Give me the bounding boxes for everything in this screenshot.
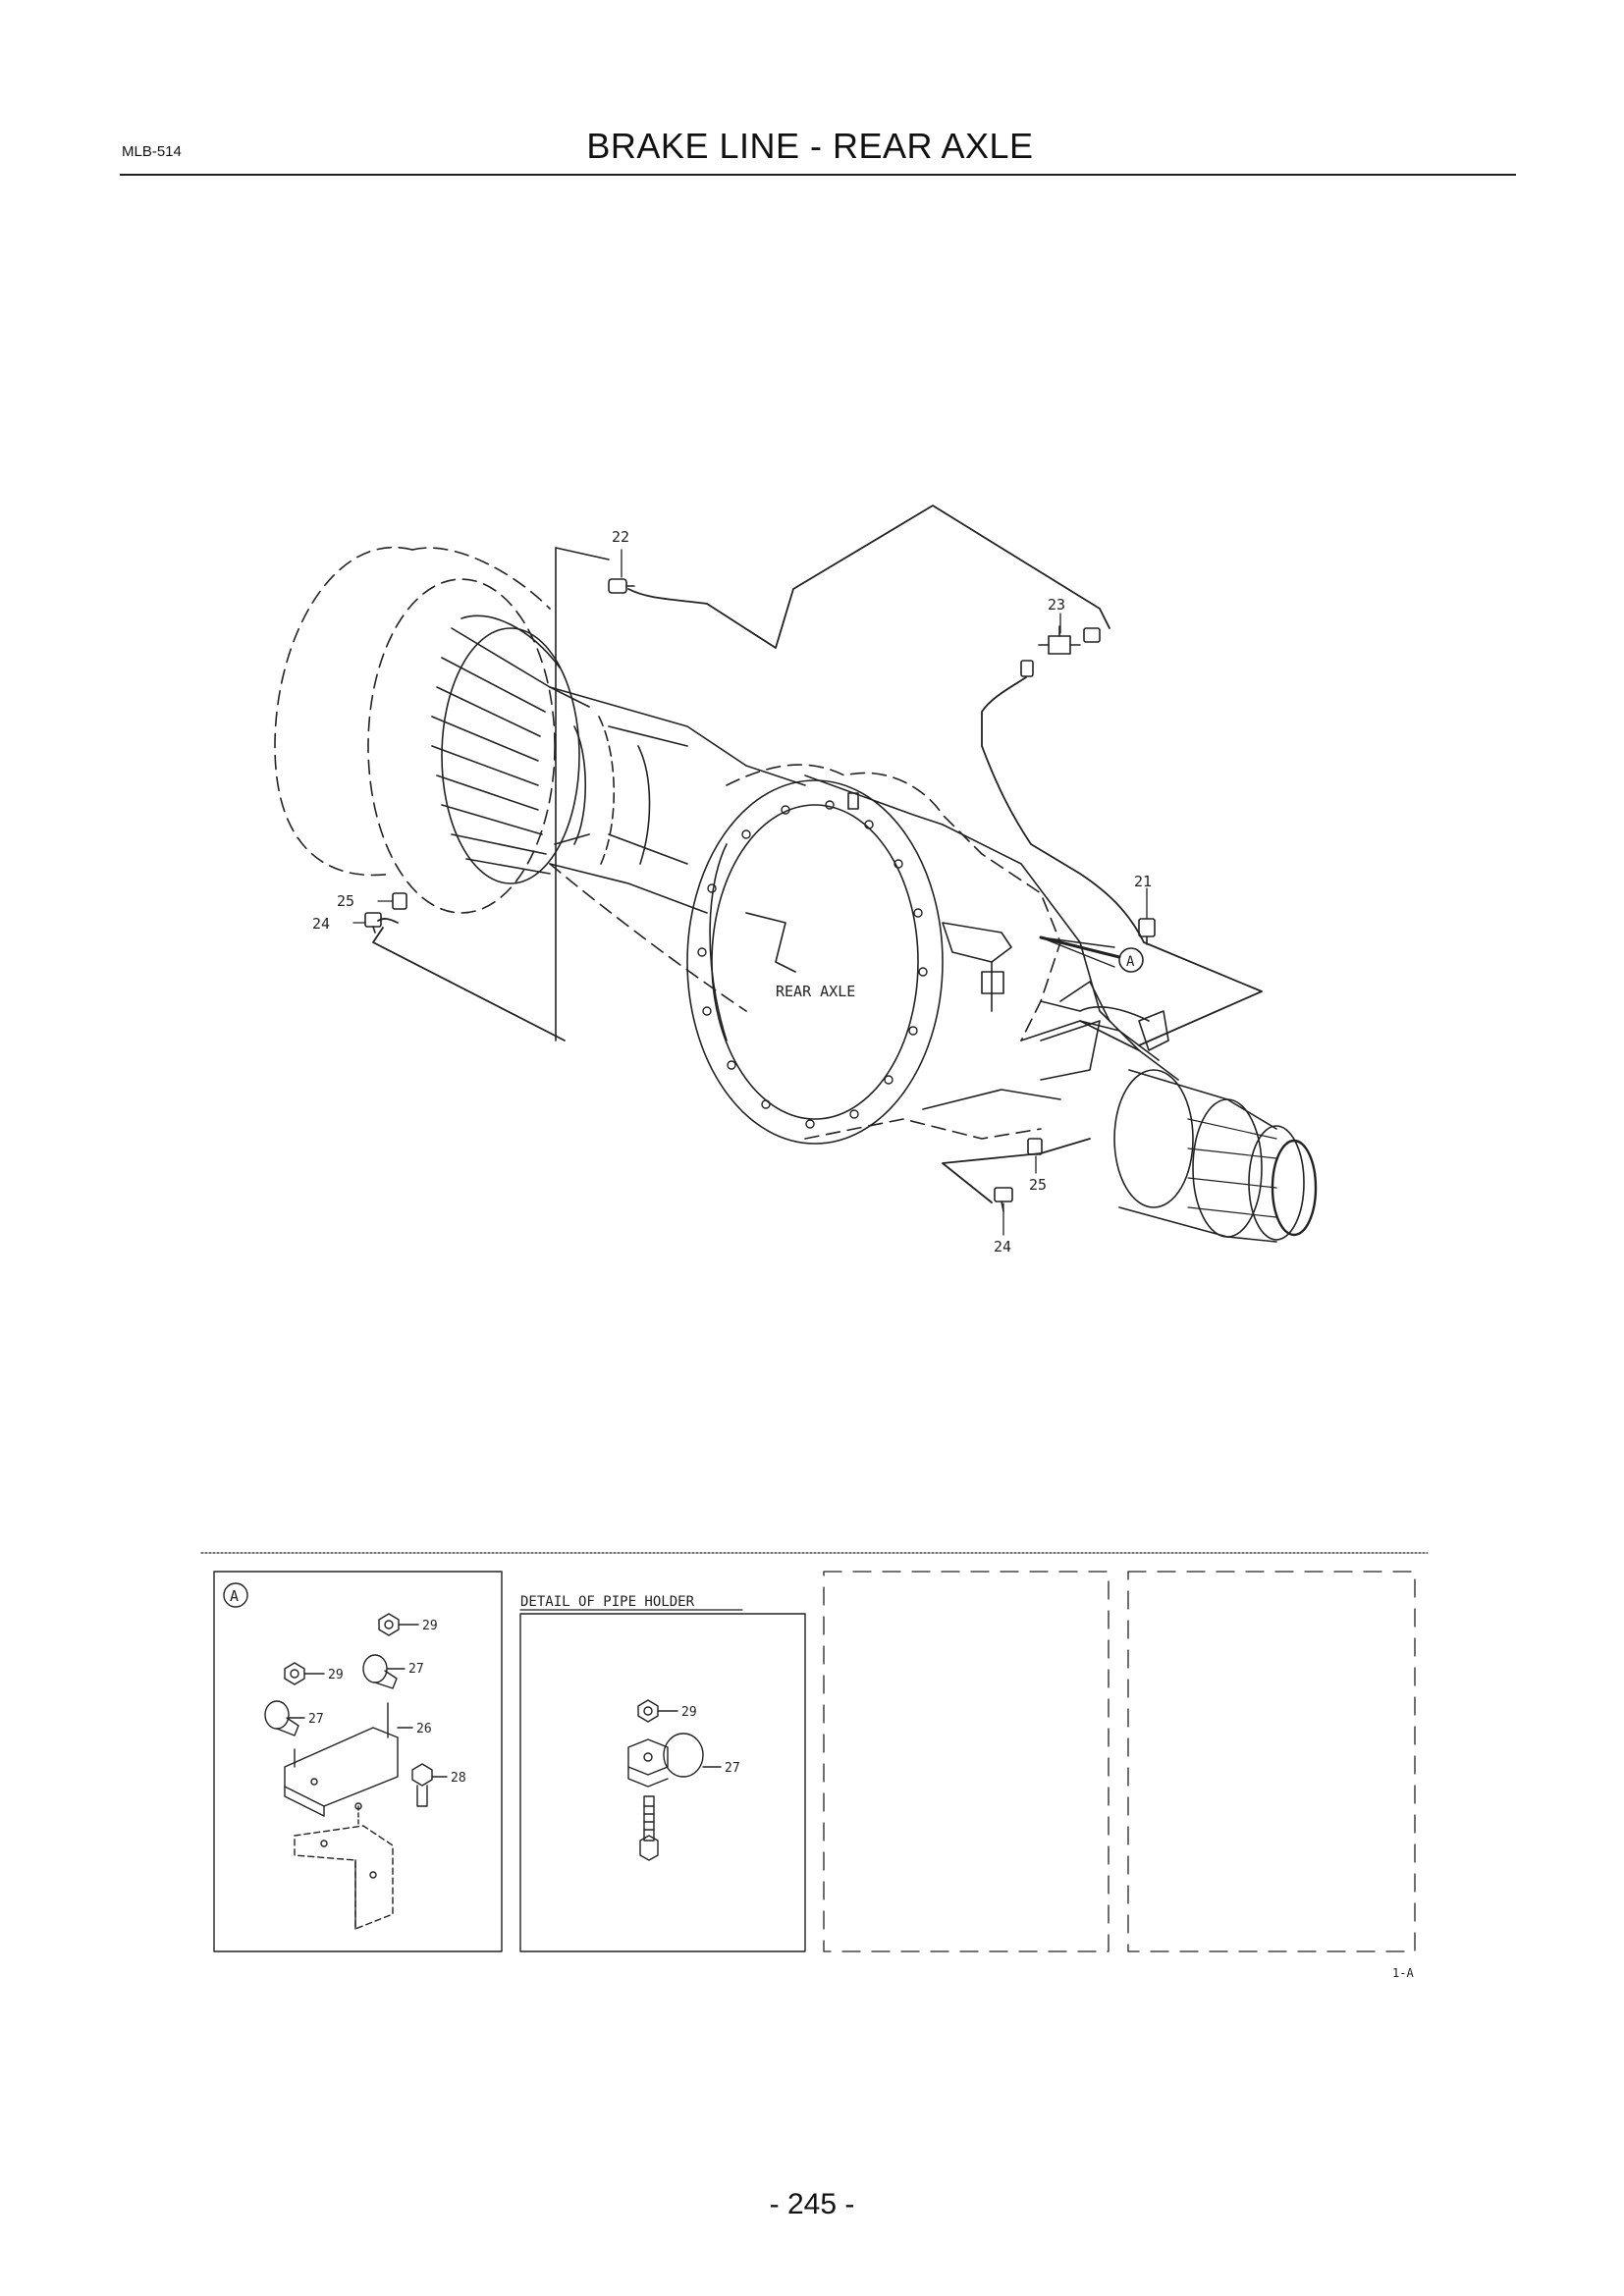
brake-pipe-route bbox=[372, 505, 1263, 1203]
detail-a-callout-26: 26 bbox=[416, 1722, 432, 1736]
detail-a-marker: A bbox=[1126, 954, 1135, 970]
fitting-24-left bbox=[364, 912, 382, 934]
empty-panel-3 bbox=[823, 1571, 1110, 1952]
detail-a-callout-28: 28 bbox=[451, 1771, 466, 1786]
fitting-22 bbox=[608, 578, 635, 594]
callout-22: 22 bbox=[612, 528, 629, 546]
detail-arrow bbox=[1039, 935, 1121, 959]
page-title: BRAKE LINE - REAR AXLE bbox=[586, 126, 1034, 166]
pipe-holder-parts bbox=[627, 1699, 722, 1861]
detail-a-parts bbox=[264, 1613, 448, 1930]
callout-21: 21 bbox=[1134, 873, 1152, 890]
detail-a-callout-29a: 29 bbox=[422, 1619, 438, 1633]
fitting-21 bbox=[1138, 918, 1156, 945]
rear-axle-assembly bbox=[274, 547, 1318, 1243]
detail-a-panel bbox=[213, 1571, 503, 1952]
pipe-holder-callout-29: 29 bbox=[681, 1705, 697, 1720]
detail-a-callout-29b: 29 bbox=[328, 1668, 344, 1682]
fitting-23-tee bbox=[1020, 625, 1101, 677]
rear-axle-label: REAR AXLE bbox=[776, 983, 855, 1000]
fitting-25-left bbox=[392, 892, 407, 910]
pipe-holder-title: DETAIL OF PIPE HOLDER bbox=[520, 1594, 695, 1610]
empty-panel-4 bbox=[1127, 1571, 1416, 1952]
detail-a-callout-27b: 27 bbox=[308, 1712, 324, 1727]
pipe-holder-panel bbox=[519, 1613, 806, 1952]
header-divider bbox=[120, 174, 1516, 176]
leader-lines bbox=[352, 549, 1148, 1236]
detail-a-callout-27a: 27 bbox=[408, 1662, 424, 1677]
fitting-25-right bbox=[1027, 1138, 1043, 1155]
pipe-holder-callout-27: 27 bbox=[725, 1761, 740, 1776]
callout-23: 23 bbox=[1048, 596, 1065, 614]
callout-25-right: 25 bbox=[1029, 1176, 1047, 1194]
document-code: MLB-514 bbox=[122, 143, 182, 160]
page-number: - 245 - bbox=[769, 2188, 855, 2220]
callout-25-left: 25 bbox=[337, 892, 354, 910]
callout-24-right: 24 bbox=[994, 1238, 1011, 1255]
detail-a-panel-marker-circle bbox=[223, 1582, 248, 1608]
figure-reference: 1-A bbox=[1392, 1966, 1414, 1980]
callout-24-left: 24 bbox=[312, 915, 330, 933]
detail-a-marker-circle bbox=[1118, 947, 1144, 973]
detail-a-panel-marker: A bbox=[230, 1587, 239, 1605]
section-line-top bbox=[555, 547, 610, 561]
